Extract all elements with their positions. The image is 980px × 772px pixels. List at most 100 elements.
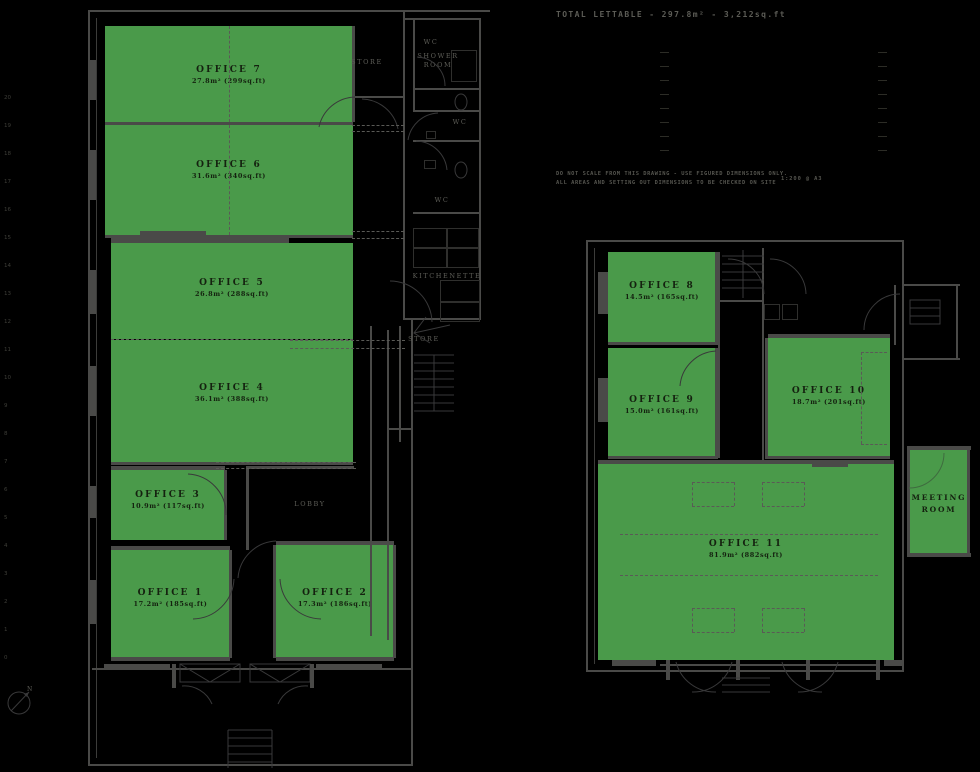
ruler-tick: 3 — [4, 571, 8, 577]
ruler-tick: 19 — [4, 123, 11, 129]
porch-north-wall — [92, 668, 412, 670]
office-5-area-text: 26.8m² (288sq.ft) — [194, 290, 269, 299]
office-10-dash-v — [861, 352, 862, 444]
ruler-tick: 1 — [4, 627, 8, 633]
wc-mid-basin — [426, 131, 436, 139]
left-building-east-wall — [479, 18, 481, 320]
ruler-tick: 6 — [4, 487, 8, 493]
office-10-dash-h-bottom — [861, 444, 887, 445]
office-7-area-text: 27.8m² (299sq.ft) — [191, 77, 266, 86]
office-7-label: OFFICE 7 27.8m² (299sq.ft) — [105, 64, 353, 86]
right-building-north-wall — [586, 240, 904, 242]
office-4-area-text: 36.1m² (388sq.ft) — [194, 395, 269, 404]
office-9-window — [598, 378, 608, 422]
office-4-area[interactable] — [111, 340, 353, 463]
office-11-desk-2-bottom — [762, 506, 804, 507]
office-8-area[interactable] — [608, 252, 716, 342]
office-1-label: OFFICE 1 17.2m² (185sq.ft) — [111, 587, 230, 609]
left-building-south-east-wall — [411, 318, 413, 766]
right-porch-wall — [660, 664, 880, 666]
right-external-steps — [722, 677, 770, 693]
shower-tray — [451, 50, 477, 82]
total-lettable-title: TOTAL LETTABLE - 297.8m² - 3,212sq.ft — [556, 10, 787, 19]
office-5-north-wall — [111, 238, 289, 243]
vertical-scale-ruler: 20 19 18 17 16 15 14 13 12 11 10 9 8 7 6… — [0, 85, 22, 675]
core-corridor-return — [387, 428, 413, 430]
office-10-north-wall — [768, 334, 890, 338]
office-2-west-wall — [273, 545, 276, 658]
office-3-name: OFFICE 3 — [135, 490, 201, 500]
ruler-tick: 12 — [4, 319, 11, 325]
meeting-room-area[interactable] — [910, 450, 968, 554]
office-7-name: OFFICE 7 — [196, 65, 262, 75]
right-building-annex-north — [904, 284, 960, 286]
kitchenette-door-swing — [389, 280, 433, 323]
right-porch-mullion-1 — [666, 660, 670, 680]
meeting-room-south-wall — [907, 553, 971, 557]
office-3-area[interactable] — [111, 470, 225, 540]
office-10-area[interactable] — [768, 338, 890, 456]
office-9-east-wall — [715, 348, 718, 459]
ruler-tick: 16 — [4, 207, 11, 213]
office-2-area[interactable] — [276, 545, 394, 658]
disclaimer-line-2: ALL AREAS AND SETTING OUT DIMENSIONS TO … — [556, 180, 777, 186]
ruler-tick: 0 — [4, 655, 8, 661]
porch-sill-right — [316, 664, 382, 670]
left-building-east-return — [403, 318, 481, 320]
office-9-area[interactable] — [608, 348, 716, 456]
right-entrance-doors — [675, 661, 839, 693]
right-porch-mullion-4 — [876, 660, 880, 680]
office-11-name: OFFICE 11 — [708, 539, 784, 549]
core-corridor-west-wall — [370, 326, 372, 636]
right-core-door-swing-1 — [727, 258, 765, 295]
office-4-name: OFFICE 4 — [199, 383, 265, 393]
ruler-tick: 20 — [4, 95, 11, 101]
office-1-north-wall — [111, 546, 230, 550]
office-5-area[interactable] — [111, 243, 353, 339]
office-2-north-wall — [276, 541, 394, 545]
office-2-east-wall — [393, 545, 396, 658]
office-8-area-text: 14.5m² (165sq.ft) — [624, 293, 699, 302]
core-corridor-inner-wall-lower — [387, 430, 389, 640]
office-1-name: OFFICE 1 — [137, 588, 204, 598]
right-porch-mullion-3 — [806, 660, 810, 680]
office-11-area-text: 81.9m² (882sq.ft) — [708, 551, 783, 560]
office-11-dash-upper — [620, 534, 878, 535]
right-building-staircase — [722, 250, 764, 298]
right-porch-mullion-2 — [736, 660, 740, 680]
left-building-core-east-wall — [403, 10, 405, 320]
office-11-desk-2-left — [762, 482, 763, 506]
right-window-south-1 — [612, 660, 656, 666]
right-core-unit-2 — [782, 304, 798, 320]
right-building-south-wall — [586, 670, 904, 672]
store-upper-south-wall — [352, 96, 404, 98]
lobby-west-wall — [246, 466, 249, 550]
office-3-area-text: 10.9m² (117sq.ft) — [130, 502, 205, 511]
right-window-south-2 — [884, 660, 902, 666]
meeting-room-door-swing — [908, 452, 945, 489]
external-steps — [227, 729, 273, 768]
office-10-area-text: 18.7m² (201sq.ft) — [791, 398, 866, 407]
office-1-south-wall — [111, 657, 230, 661]
right-building-annex-south — [904, 358, 960, 360]
office-9-south-wall — [608, 456, 716, 459]
window-west-2 — [88, 150, 96, 200]
office-5-name: OFFICE 5 — [199, 278, 265, 288]
office-3-door-swing — [187, 473, 227, 516]
office-11-desk-3-top — [692, 608, 734, 609]
office-1-area[interactable] — [111, 550, 230, 658]
meeting-room-label-line2: ROOM — [921, 505, 957, 514]
left-building-inner-line — [96, 18, 97, 758]
ruler-tick: 2 — [4, 599, 8, 605]
office-10-west-wall — [765, 338, 768, 459]
store-upper-door-swing — [318, 96, 356, 128]
core-dash-4 — [352, 238, 404, 239]
office-11-area[interactable] — [598, 464, 894, 660]
right-core-door-swing-3 — [863, 293, 901, 331]
office-9-name: OFFICE 9 — [629, 395, 695, 405]
lobby-north-wall — [246, 466, 354, 469]
meeting-room-label: MEETING ROOM — [910, 492, 968, 516]
office-10-label: OFFICE 10 18.7m² (201sq.ft) — [768, 385, 890, 407]
store-upper-label: STORE — [351, 58, 383, 66]
